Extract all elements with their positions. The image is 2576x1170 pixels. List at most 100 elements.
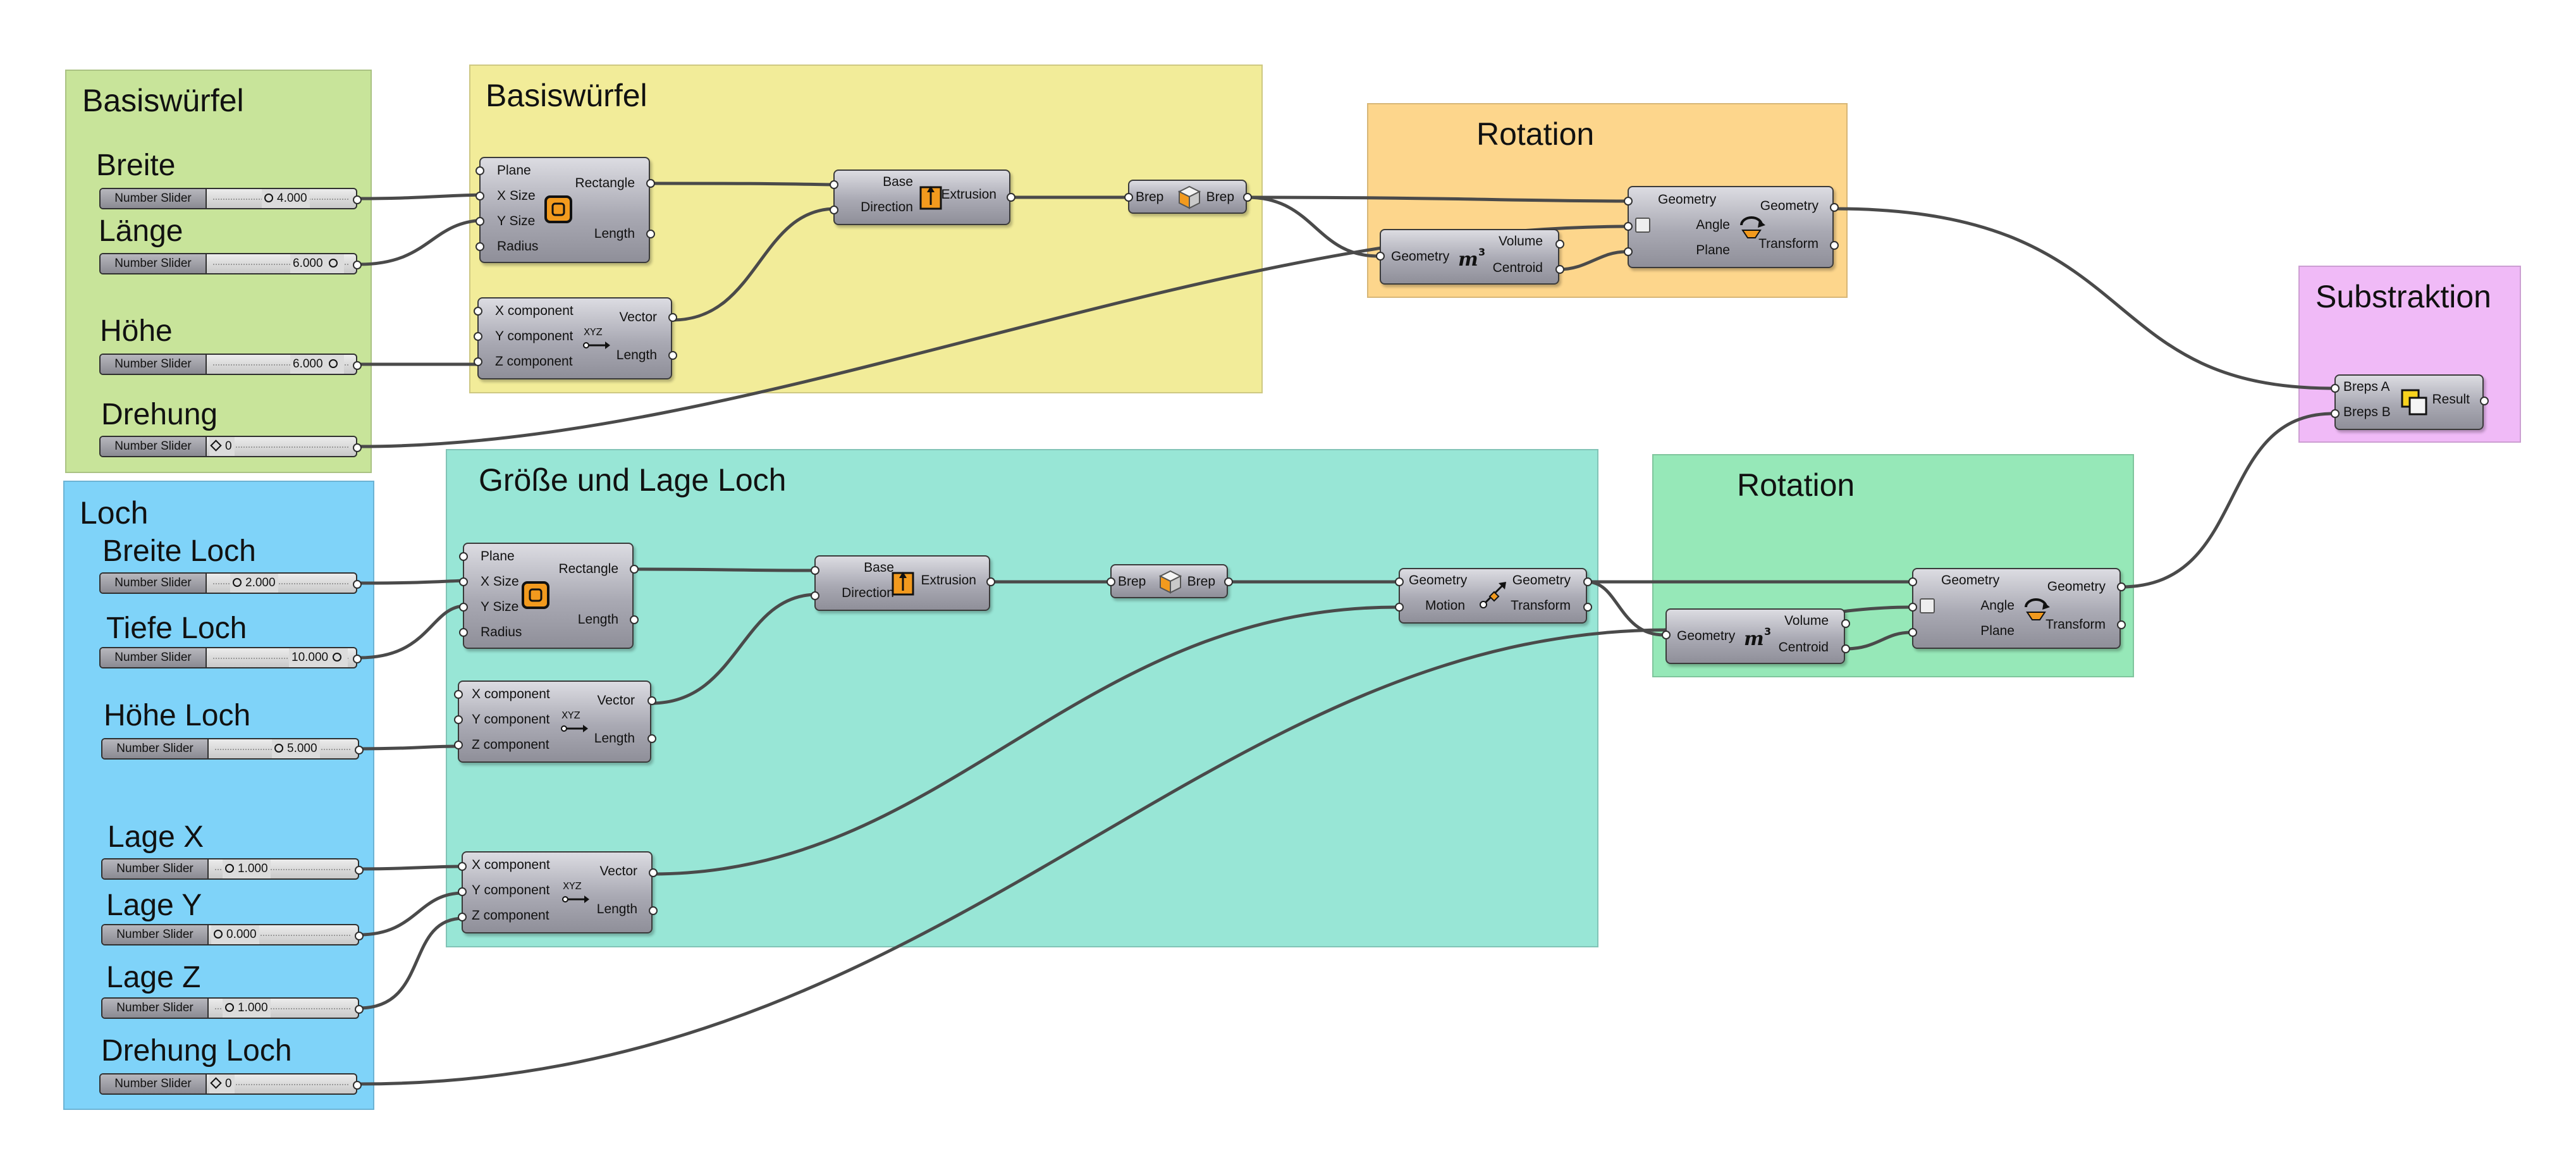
port-brep2-out[interactable] [1224, 577, 1233, 586]
input-radius[interactable]: Radius [497, 239, 539, 254]
input-brep[interactable]: Brep [1118, 574, 1146, 589]
port-move-geometry-out[interactable] [1583, 577, 1592, 586]
port-vec2-x[interactable] [454, 690, 463, 699]
brep-component[interactable]: Brep Brep [1128, 180, 1247, 214]
output-length[interactable]: Length [616, 348, 657, 362]
port-vec1-y[interactable] [474, 332, 482, 341]
port-vec3-z[interactable] [458, 913, 467, 921]
port-rot2-transform[interactable] [2117, 620, 2126, 629]
port-rect1-ysize[interactable] [475, 217, 484, 226]
output-vector[interactable]: Vector [599, 864, 637, 878]
slider-breite[interactable]: Number Slider 4.000 [99, 188, 362, 209]
input-geometry[interactable]: Geometry [1658, 192, 1717, 207]
input-z-component[interactable]: Z component [472, 908, 549, 923]
slider-knob-icon[interactable] [328, 359, 338, 368]
port-rect2-radius[interactable] [459, 628, 468, 637]
slider-value[interactable]: 0 [209, 437, 235, 456]
slider-value[interactable]: 10.000 [289, 648, 348, 667]
port-vec2-length[interactable] [647, 734, 656, 743]
port-rect1-plane[interactable] [475, 166, 484, 175]
port-diff-breps-b[interactable] [2331, 409, 2340, 418]
port-rot1-geometry[interactable] [1624, 197, 1633, 206]
output-port[interactable] [353, 195, 362, 204]
output-transform[interactable]: Transform [1758, 237, 1819, 251]
port-ext2-direction[interactable] [811, 591, 819, 600]
vector-xyz-component[interactable]: X component Y component Z component Vect… [462, 851, 653, 933]
port-rot2-plane[interactable] [1908, 628, 1917, 637]
output-result[interactable]: Result [2432, 392, 2470, 407]
output-length[interactable]: Length [577, 612, 618, 627]
port-rot2-geometry[interactable] [1908, 577, 1917, 586]
output-geometry[interactable]: Geometry [1512, 573, 1571, 588]
port-vol1-centroid[interactable] [1555, 265, 1564, 274]
volume-component[interactable]: Geometry Volume Centroid m 3 [1665, 608, 1845, 664]
port-rect1-length[interactable] [646, 230, 655, 238]
rotate-component[interactable]: Geometry Angle Plane Geometry Transform [1912, 568, 2121, 649]
port-vec2-vector[interactable] [647, 696, 656, 705]
port-brep1-out[interactable] [1243, 193, 1252, 202]
input-y-size[interactable]: Y Size [497, 214, 536, 228]
input-brep[interactable]: Brep [1136, 190, 1164, 204]
slider-knob-icon[interactable] [210, 440, 222, 452]
output-rectangle[interactable]: Rectangle [575, 176, 635, 190]
port-vec2-y[interactable] [454, 715, 463, 724]
input-direction[interactable]: Direction [842, 586, 894, 600]
input-x-size[interactable]: X Size [481, 574, 519, 589]
output-port[interactable] [353, 261, 362, 269]
output-port[interactable] [355, 746, 364, 754]
slider-knob-icon[interactable] [225, 864, 234, 873]
slider-value[interactable]: 0 [209, 1075, 235, 1093]
slider-drehung[interactable]: Number Slider 0 [99, 436, 362, 457]
output-brep[interactable]: Brep [1187, 574, 1215, 589]
vector-xyz-component[interactable]: X component Y component Z component Vect… [477, 297, 672, 379]
port-vec1-x[interactable] [474, 307, 482, 316]
output-port[interactable] [353, 361, 362, 370]
input-plane[interactable]: Plane [1696, 243, 1730, 257]
port-move-transform[interactable] [1583, 603, 1592, 612]
port-move-geometry[interactable] [1395, 577, 1404, 586]
port-vec1-length[interactable] [668, 351, 677, 360]
input-geometry[interactable]: Geometry [1409, 573, 1468, 588]
input-geometry[interactable]: Geometry [1391, 249, 1450, 264]
port-brep2-in[interactable] [1107, 577, 1115, 586]
port-rot2-angle[interactable] [1908, 603, 1917, 612]
input-y-component[interactable]: Y component [472, 712, 550, 727]
slider-value[interactable]: 5.000 [272, 739, 320, 758]
port-rect1-radius[interactable] [475, 242, 484, 251]
slider-knob-icon[interactable] [214, 930, 223, 939]
slider-knob-icon[interactable] [233, 578, 242, 587]
input-geometry[interactable]: Geometry [1677, 629, 1736, 643]
output-volume[interactable]: Volume [1784, 613, 1829, 628]
input-angle[interactable]: Angle [1980, 598, 2015, 613]
output-centroid[interactable]: Centroid [1492, 261, 1543, 275]
slider-value[interactable]: 0.000 [211, 925, 259, 944]
port-ext2-base[interactable] [811, 566, 819, 575]
port-vol1-geometry[interactable] [1376, 252, 1385, 261]
port-move-motion[interactable] [1395, 603, 1404, 612]
volume-component[interactable]: Geometry Volume Centroid m 3 [1380, 229, 1559, 285]
input-z-component[interactable]: Z component [495, 354, 573, 369]
port-diff-breps-a[interactable] [2331, 384, 2340, 393]
slider-lage-x[interactable]: Number Slider 1.000 [101, 858, 364, 880]
slider-knob-icon[interactable] [225, 1003, 234, 1012]
port-diff-result[interactable] [2480, 397, 2489, 405]
slider-laenge[interactable]: Number Slider 6.000 [99, 253, 362, 274]
slider-hoehe-loch[interactable]: Number Slider 5.000 [101, 738, 364, 760]
output-vector[interactable]: Vector [619, 310, 657, 324]
input-y-component[interactable]: Y component [495, 329, 573, 343]
input-y-component[interactable]: Y component [472, 883, 550, 897]
input-y-size[interactable]: Y Size [481, 600, 519, 614]
input-x-size[interactable]: X Size [497, 188, 536, 203]
slider-value[interactable]: 6.000 [290, 254, 344, 273]
port-vec3-vector[interactable] [649, 868, 658, 877]
input-base[interactable]: Base [864, 560, 894, 575]
input-base[interactable]: Base [883, 175, 913, 189]
input-x-component[interactable]: X component [472, 858, 550, 872]
port-vec1-vector[interactable] [668, 313, 677, 322]
port-vec3-length[interactable] [649, 906, 658, 915]
port-rect2-ysize[interactable] [459, 603, 468, 612]
port-vec2-z[interactable] [454, 741, 463, 749]
vector-xyz-component[interactable]: X component Y component Z component Vect… [458, 680, 651, 763]
output-port[interactable] [353, 580, 362, 589]
rectangle-component[interactable]: Plane X Size Y Size Radius Rectangle Len… [479, 157, 650, 263]
